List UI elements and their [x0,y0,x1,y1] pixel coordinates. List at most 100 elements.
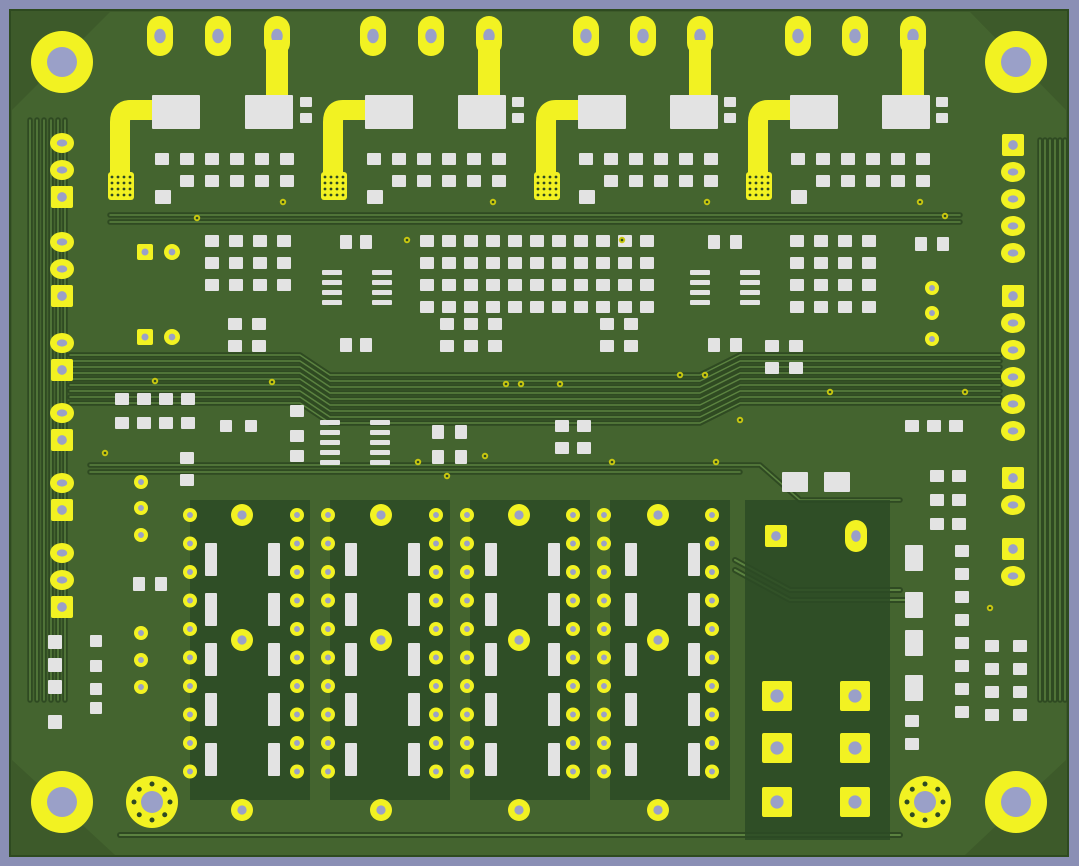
relay-pad [670,95,718,129]
smd-pad [625,743,637,776]
bus-trace [69,384,1001,406]
smd-pad [838,301,852,313]
smd-pad [181,417,195,429]
smd-pad [790,301,804,313]
smd-pad [255,175,269,187]
smd-pad [704,153,718,165]
smd-pad [268,543,280,576]
smd-pad [690,280,710,285]
smd-pad [790,257,804,269]
smd-pad [370,420,390,425]
smd-pad [708,235,720,249]
smd-pad [508,279,522,291]
smd-pad [640,257,654,269]
smd-pad [205,279,219,291]
relay-pad [245,95,293,129]
smd-pad [90,683,102,695]
smd-pad [230,175,244,187]
smd-pad [180,474,194,486]
relay-pad [578,95,626,129]
smd-pad [137,417,151,429]
smd-pad [340,338,352,352]
smd-pad [891,153,905,165]
smd-pad [485,693,497,726]
via-array-pad [321,172,347,200]
smd-pad [1013,663,1027,675]
smd-pad [625,593,637,626]
smd-pad [955,568,969,580]
smd-pad [372,280,392,285]
smd-pad [372,290,392,295]
smd-pad [268,593,280,626]
smd-pad [791,190,807,204]
smd-pad [205,593,217,626]
smd-pad [464,340,478,352]
smd-pad [205,235,219,247]
smd-pad [985,709,999,721]
smd-pad [862,235,876,247]
smd-pad [464,257,478,269]
smd-pad [372,300,392,305]
smd-pad [220,420,232,432]
smd-pad [930,470,944,482]
regulator-pad [782,472,808,492]
smd-pad [679,153,693,165]
smd-pad [440,318,454,330]
smd-pad [300,113,312,123]
through-hole-pads [50,16,1025,821]
smd-pad [530,235,544,247]
smd-pad [205,743,217,776]
smd-pad [228,340,242,352]
smd-pad [360,235,372,249]
smd-pad [905,715,919,727]
smd-pad [814,257,828,269]
smd-pad [574,279,588,291]
smd-pad [791,153,805,165]
smd-pad [155,577,167,591]
smd-pad [841,175,855,187]
smd-pad [370,430,390,435]
smd-pad [320,460,340,465]
smd-pad [688,643,700,676]
smd-pad [408,643,420,676]
smd-pad [345,743,357,776]
smd-pad [320,430,340,435]
smd-pad [688,593,700,626]
smd-pad [985,663,999,675]
smd-pad [229,257,243,269]
relay-pad [882,95,930,129]
smd-pad [181,393,195,405]
smd-pad [604,175,618,187]
smd-pad [280,153,294,165]
smd-pad [180,175,194,187]
smd-pad [530,257,544,269]
smd-pad [229,235,243,247]
smd-pad [420,279,434,291]
smd-pad [905,675,923,701]
smd-pad [253,257,267,269]
smd-pad [48,658,62,672]
smd-pad [455,450,467,464]
smd-pad [253,235,267,247]
smd-pad [552,301,566,313]
smd-pad [548,693,560,726]
smd-pad [90,702,102,714]
smd-pad [790,279,804,291]
smd-pad [440,340,454,352]
smd-pad [485,743,497,776]
smd-pad [492,153,506,165]
smd-pad [420,235,434,247]
smd-pad [985,686,999,698]
relay-lead [536,100,578,185]
smd-pad [654,153,668,165]
smd-pad [955,706,969,718]
smd-pad [596,257,610,269]
relay-pad [790,95,838,129]
relay-lead [323,100,365,185]
bus-trace [69,390,1001,412]
smd-pad [862,279,876,291]
smd-pad [1013,686,1027,698]
smd-pad [442,175,456,187]
smd-pad [280,175,294,187]
